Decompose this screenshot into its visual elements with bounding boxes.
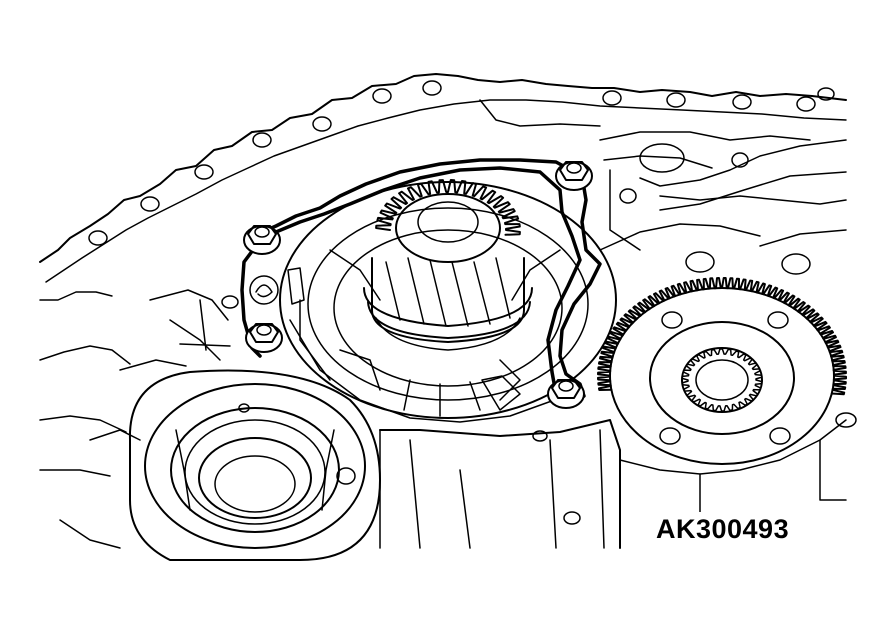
bolt-upper-right	[555, 161, 593, 191]
pinion-gear	[363, 179, 533, 351]
upper-right-housing-details	[599, 131, 847, 275]
differential-housing	[279, 181, 617, 423]
bolt-lower-right	[547, 379, 585, 409]
bolt-upper-left	[243, 225, 281, 255]
lower-center-case	[379, 375, 621, 549]
case-flange-bolt-holes	[88, 80, 835, 246]
cover-embossed-mark	[249, 267, 305, 305]
bolt-middle-left	[245, 323, 283, 353]
figure-reference-code: AK300493	[652, 512, 794, 547]
ring-gear-assembly	[597, 277, 847, 465]
lower-right-case-details	[619, 412, 857, 541]
left-case-ribs	[89, 289, 239, 441]
transaxle-case-outline	[39, 73, 847, 549]
side-seal-housing	[128, 369, 381, 561]
